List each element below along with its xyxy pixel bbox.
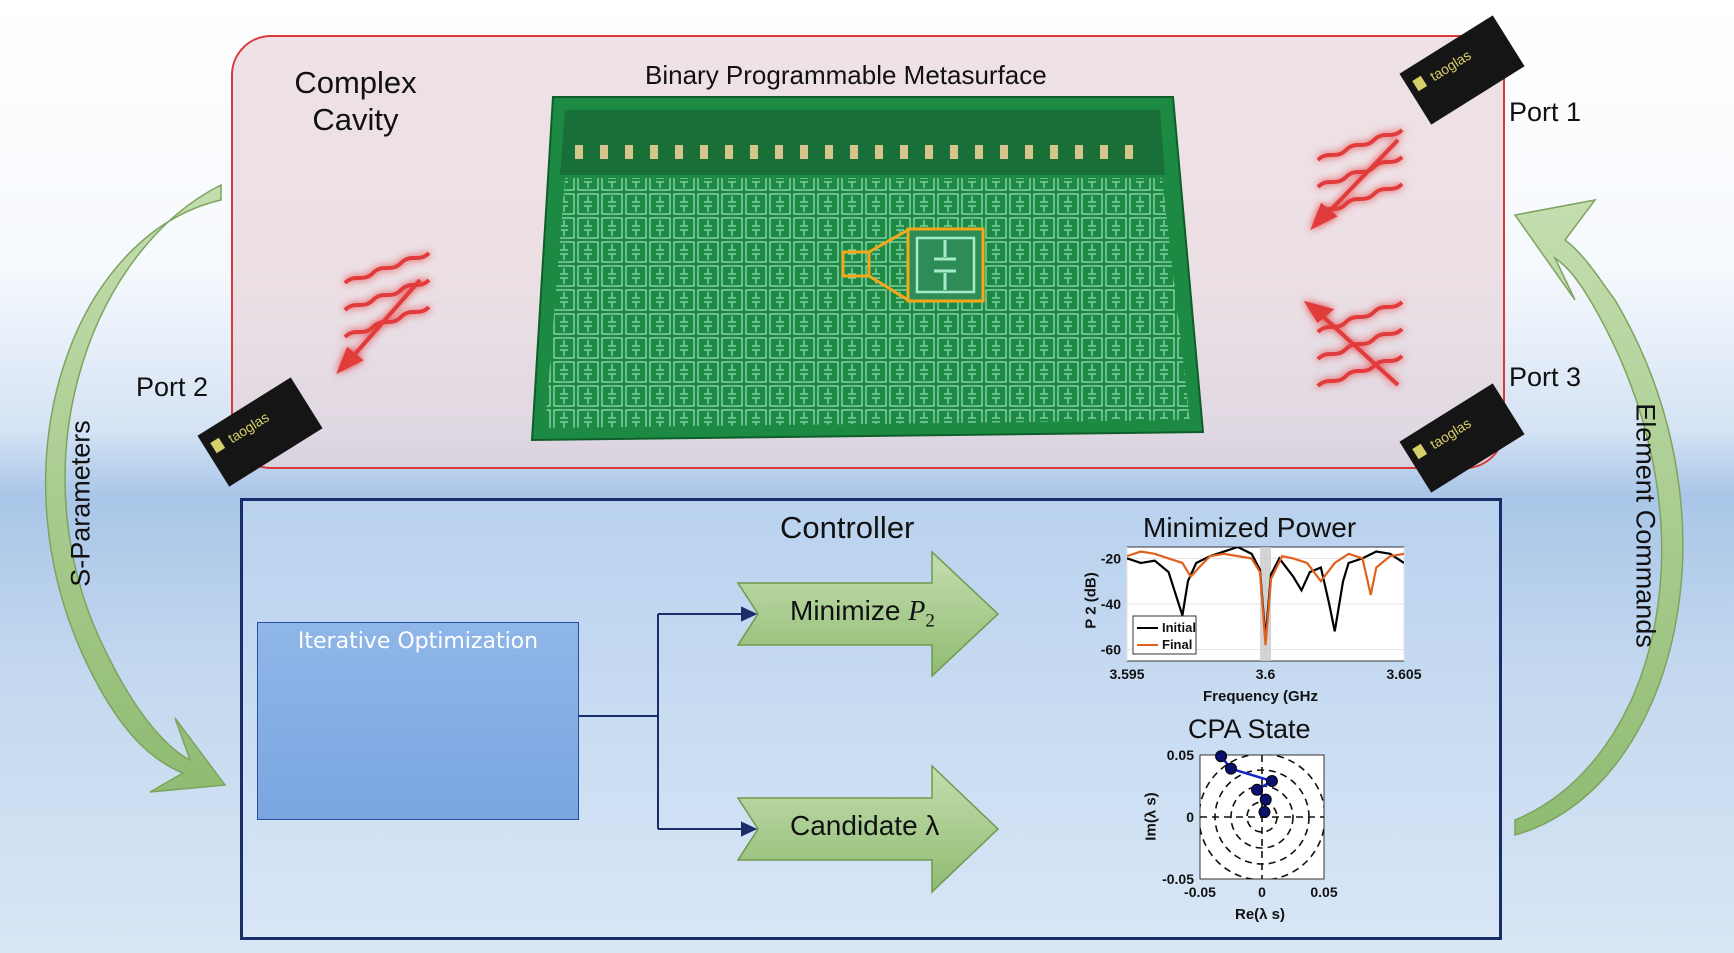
cpa-ytick-label: -0.05 [1162, 871, 1194, 887]
power-ytick-label: -60 [1101, 642, 1121, 658]
power-plot-legend [1132, 615, 1197, 655]
minimize-label-sub: 2 [925, 610, 935, 632]
iterative-optimization-label: Iterative Optimization [297, 629, 539, 654]
cavity-title-line1: Complex [294, 65, 417, 100]
cpa-point [1258, 806, 1271, 819]
s-parameters-arrow [44, 183, 227, 793]
power-plot-title: Minimized Power [1143, 512, 1357, 543]
minimize-label: Minimize P2 [790, 595, 935, 633]
cpa-point [1225, 762, 1237, 775]
cpa-ytick-label: 0 [1186, 809, 1194, 825]
wave-icon-left [336, 251, 431, 375]
power-xtick-label: 3.6 [1256, 666, 1276, 682]
antenna-icon-port3: taoglas [1399, 383, 1525, 493]
element-commands-arrow [1513, 198, 1684, 836]
power-ytick-label: -40 [1101, 596, 1121, 612]
cpa-plot-ylabel: Im(λ s) [1142, 792, 1160, 841]
power-plot: 3.595 3.6 3.605 -20 -40 -60 [1101, 546, 1422, 682]
controller-title: Controller [780, 510, 915, 545]
antenna-icon-port2: taoglas [197, 377, 323, 487]
antenna-icon-port1: taoglas [1399, 15, 1525, 125]
cavity-title-line2: Cavity [312, 102, 399, 137]
port3-label: Port 3 [1509, 362, 1582, 392]
legend-final: Final [1162, 637, 1193, 652]
cpa-point [1215, 750, 1228, 763]
wave-icon-bottom-right [1303, 300, 1404, 388]
legend-initial: Initial [1162, 620, 1196, 635]
cavity-title: Complex Cavity [288, 64, 423, 138]
minimize-label-var: P [908, 596, 926, 627]
power-plot-ylabel: P 2 (dB) [1082, 572, 1100, 629]
wave-icon-top-right [1310, 128, 1404, 231]
minimize-arrow-shape [736, 550, 1000, 678]
power-xtick-label: 3.595 [1109, 666, 1144, 682]
metasurface-label: Binary Programmable Metasurface [645, 60, 1047, 90]
port2-label: Port 2 [136, 372, 209, 402]
port1-label: Port 1 [1509, 97, 1582, 127]
power-plot-xlabel: Frequency (GHz [1203, 688, 1319, 705]
power-ytick-label: -20 [1101, 550, 1121, 566]
iterative-optimization-box: Iterative Optimization [257, 622, 579, 820]
connector-lines [577, 606, 758, 837]
power-series-initial [1127, 547, 1404, 639]
cpa-plot-xlabel: Re(λ s) [1235, 906, 1286, 923]
cpa-xtick-label: 0 [1258, 884, 1266, 900]
element-commands-label: Element Commands [1630, 403, 1661, 648]
metasurface-board [530, 96, 1205, 442]
cpa-plot: -0.05 0 0.05 0.05 0 -0.05 [1162, 747, 1338, 900]
s-parameters-label: S-Parameters [65, 420, 96, 587]
power-highlight-band [1259, 547, 1272, 661]
cpa-point [1259, 793, 1272, 806]
power-series-final [1127, 550, 1404, 646]
cpa-point [1265, 775, 1278, 788]
cpa-plot-title: CPA State [1188, 714, 1311, 744]
cpa-ytick-label: 0.05 [1167, 747, 1194, 763]
cpa-xtick-label: -0.05 [1184, 884, 1216, 900]
minimize-label-prefix: Minimize [790, 595, 909, 626]
cpa-point [1251, 783, 1264, 796]
candidate-label: Candidate λ [790, 810, 940, 841]
candidate-arrow-shape [736, 764, 1000, 894]
cpa-xtick-label: 0.05 [1310, 884, 1337, 900]
power-xtick-label: 3.605 [1386, 666, 1421, 682]
